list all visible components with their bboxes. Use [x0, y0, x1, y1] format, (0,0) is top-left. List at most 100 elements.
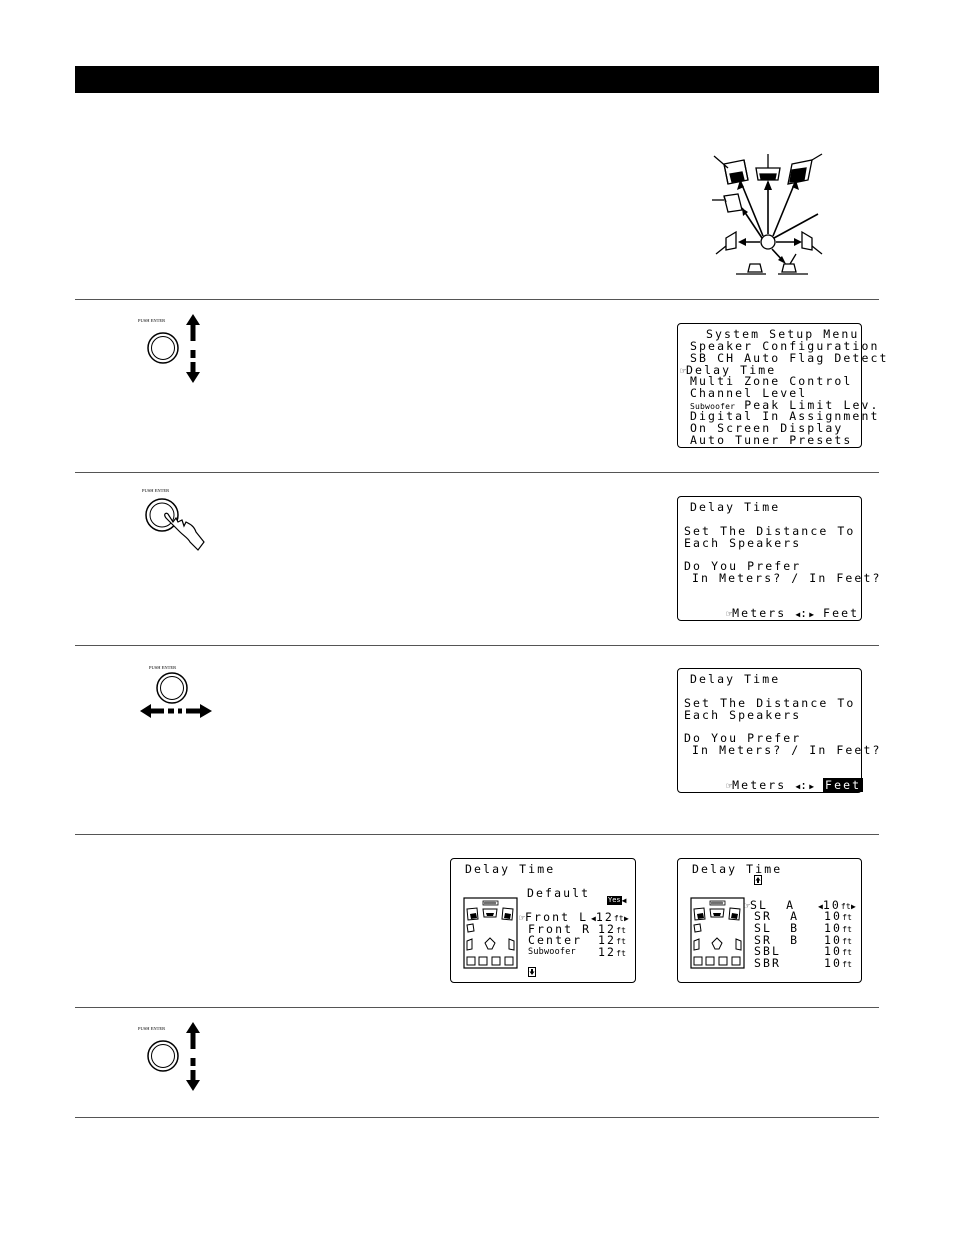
option-meters[interactable]: Meters: [732, 606, 787, 620]
surround-back-speaker-icon: [736, 253, 808, 275]
menu-item-digital-in-assignment[interactable]: Digital In Assignment: [690, 409, 880, 423]
triangle-right-icon: ▶: [850, 902, 856, 911]
knob-label: PUSH ENTER: [149, 665, 177, 670]
delay-value-center: 12ft: [598, 933, 627, 947]
front-left-speaker-icon: [713, 155, 749, 185]
screen-line: Do You Prefer: [684, 559, 802, 573]
pointing-hand-icon: ☞: [744, 901, 751, 912]
side-right-speaker-icon: [801, 230, 823, 255]
surround-left-speaker-icon: [712, 193, 743, 213]
delay-row-subwoofer[interactable]: Subwoofer: [528, 947, 576, 957]
delay-value-subwoofer: 12ft: [598, 945, 627, 959]
section-header-bar: [75, 66, 879, 93]
screen-line: In Meters? / In Feet?: [692, 743, 882, 757]
pointing-hand-icon: ☞: [726, 609, 733, 620]
delay-row-sbr[interactable]: SBR: [754, 956, 782, 970]
screen-line: Do You Prefer: [684, 731, 802, 745]
arrow-up-icon: [186, 314, 200, 341]
delay-value-sr-b: 10ft: [824, 933, 853, 947]
divider: [75, 1117, 879, 1118]
delay-row-sl-a[interactable]: ☞SL A: [744, 898, 796, 912]
knob-label: PUSH ENTER: [142, 488, 170, 493]
divider: [75, 645, 879, 646]
option-feet-selected[interactable]: Feet: [823, 778, 864, 792]
speaker-layout-diagram: [712, 153, 823, 275]
step3-knob-control[interactable]: PUSH ENTER: [138, 663, 214, 723]
menu-item-delay-time[interactable]: ☞Delay Time: [680, 363, 777, 377]
triangle-left-icon: ◀: [795, 610, 801, 619]
screen-title: Delay Time: [465, 862, 556, 876]
triangle-right-icon: ▶: [623, 914, 629, 923]
default-value-row[interactable]: Yes◀: [607, 888, 626, 907]
divider: [75, 299, 879, 300]
default-yes-badge: Yes: [607, 896, 622, 905]
knob-label: PUSH ENTER: [138, 318, 166, 323]
step1-knob-control[interactable]: PUSH ENTER: [138, 312, 208, 386]
delay-time-surround-screen: Delay Time ☞SL A ◀10ft▶ SR A 10ft SL B 1…: [677, 858, 862, 983]
pointing-hand-icon: ☞: [726, 781, 733, 792]
step5-knob-control[interactable]: PUSH ENTER: [138, 1020, 208, 1094]
delay-row-sbl[interactable]: SBL: [754, 944, 782, 958]
listener-position-icon: [760, 234, 776, 250]
menu-item-auto-tuner-presets[interactable]: Auto Tuner Presets: [690, 433, 853, 447]
screen-line: Set The Distance To: [684, 524, 856, 538]
triangle-left-icon: ◀: [591, 914, 596, 923]
option-meters[interactable]: Meters: [732, 778, 787, 792]
screen-title: Delay Time: [690, 672, 781, 686]
delay-time-unit-screen: Delay Time Set The Distance To Each Spea…: [677, 496, 879, 621]
delay-value-sl-a[interactable]: ◀10ft▶: [818, 898, 856, 912]
unit-option-row: ☞Meters ◀:▶ Feet: [726, 778, 864, 792]
delay-value-sr-a: 10ft: [824, 909, 853, 923]
divider: [75, 472, 879, 473]
speaker-layout-mini-icon: [690, 897, 745, 969]
menu-item-speaker-configuration[interactable]: Speaker Configuration: [690, 339, 880, 353]
delay-row-sr-a[interactable]: SR A: [754, 909, 800, 923]
speaker-layout-mini-icon: [463, 897, 518, 969]
delay-row-sr-b[interactable]: SR B: [754, 933, 800, 947]
screen-line: Set The Distance To: [684, 696, 856, 710]
system-setup-menu-screen: System Setup Menu Speaker Configuration …: [677, 323, 886, 448]
delay-value-sbr: 10ft: [824, 956, 853, 970]
delay-value-front-l[interactable]: ◀12ft▶: [591, 910, 629, 924]
menu-item-on-screen-display[interactable]: On Screen Display: [690, 421, 844, 435]
front-right-speaker-icon: [787, 153, 823, 185]
knob-icon: [147, 332, 179, 364]
menu-item-channel-level[interactable]: Channel Level: [690, 386, 808, 400]
divider: [75, 1007, 879, 1008]
screen-title: Delay Time: [690, 500, 781, 514]
arrow-right-icon: [178, 704, 212, 718]
triangle-left-icon: ◀: [621, 896, 627, 905]
step2-knob-press[interactable]: PUSH ENTER: [138, 486, 208, 556]
menu-item-multi-zone-control[interactable]: Multi Zone Control: [690, 374, 853, 388]
delay-time-front-screen: Delay Time Default Yes◀ ☞Front L ◀12ft▶ …: [450, 858, 636, 983]
menu-title: System Setup Menu: [706, 327, 860, 341]
knob-label: PUSH ENTER: [138, 1026, 166, 1031]
screen-title: Delay Time: [692, 862, 783, 876]
scroll-up-icon: [754, 875, 762, 885]
delay-time-unit-screen-feet: Delay Time Set The Distance To Each Spea…: [677, 668, 879, 793]
side-left-speaker-icon: [715, 230, 737, 255]
triangle-left-icon: ◀: [795, 782, 801, 791]
arrow-down-icon: [186, 350, 200, 383]
knob-icon: [147, 1040, 179, 1072]
divider: [75, 834, 879, 835]
delay-row-front-r[interactable]: Front R: [528, 922, 592, 936]
distance-arrows: [739, 179, 819, 263]
arrow-left-icon: [140, 704, 174, 718]
knob-icon: [156, 672, 188, 704]
hand-icon: [164, 512, 205, 551]
menu-item-sb-ch-auto-flag-detect[interactable]: SB CH Auto Flag Detect: [690, 351, 889, 365]
delay-row-front-l[interactable]: ☞Front L: [519, 910, 589, 924]
delay-value-sbl: 10ft: [824, 944, 853, 958]
delay-row-sl-b[interactable]: SL B: [754, 921, 800, 935]
pointing-hand-icon: ☞: [519, 913, 526, 924]
delay-value-sl-b: 10ft: [824, 921, 853, 935]
unit-option-row: ☞Meters ◀:▶ Feet: [726, 606, 860, 620]
default-label: Default: [527, 886, 591, 900]
pointing-hand-icon: ☞: [680, 366, 687, 377]
menu-item-subwoofer-peak-limit[interactable]: Subwoofer Peak Limit Lev.: [690, 398, 880, 412]
option-feet[interactable]: Feet: [823, 606, 860, 620]
scroll-down-icon: [528, 967, 536, 977]
delay-row-center[interactable]: Center: [528, 933, 583, 947]
triangle-right-icon: ▶: [809, 782, 815, 791]
